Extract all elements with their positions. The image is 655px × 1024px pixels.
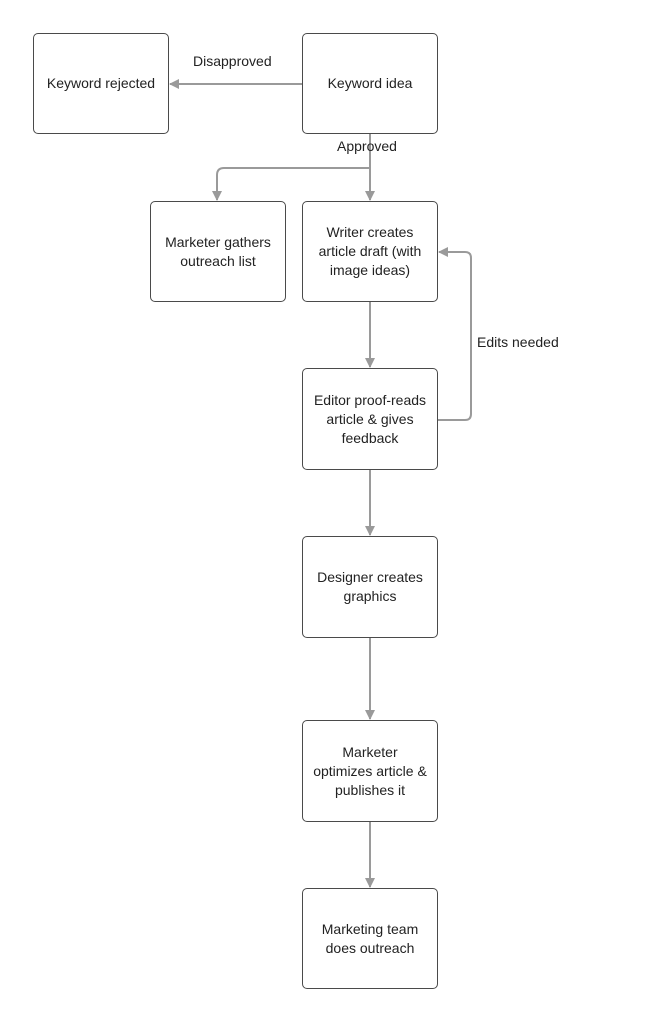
node-marketer-optimizes: Marketer optimizes article & publishes i… <box>302 720 438 822</box>
label-edits-needed: Edits needed <box>477 334 559 350</box>
node-designer-creates: Designer creates graphics <box>302 536 438 638</box>
node-marketer-gathers: Marketer gathers outreach list <box>150 201 286 302</box>
node-writer-creates: Writer creates article draft (with image… <box>302 201 438 302</box>
node-marketing-team: Marketing team does outreach <box>302 888 438 989</box>
node-editor-proofreads: Editor proof-reads article & gives feedb… <box>302 368 438 470</box>
node-keyword-rejected: Keyword rejected <box>33 33 169 134</box>
node-keyword-idea: Keyword idea <box>302 33 438 134</box>
arrow-editor-to-writer-loop <box>437 247 472 421</box>
arrow-idea-to-marketer-gathers <box>212 167 370 201</box>
label-approved: Approved <box>337 138 397 154</box>
label-disapproved: Disapproved <box>193 53 272 69</box>
